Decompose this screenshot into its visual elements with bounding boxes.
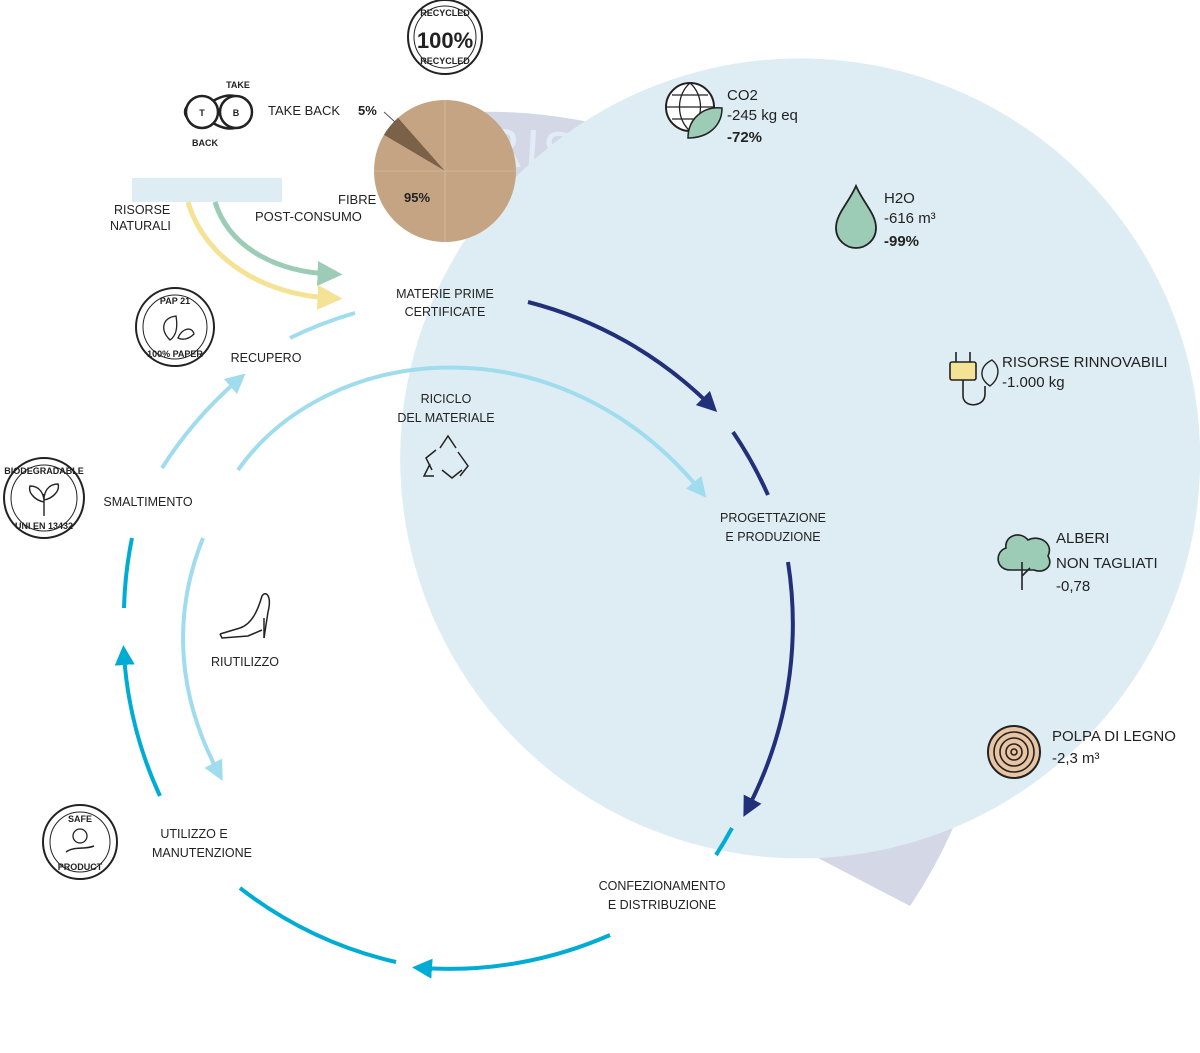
stage-smaltimento: SMALTIMENTO [103,495,192,509]
stage-materie-2: CERTIFICATE [405,305,486,319]
arrow-confezionamento-to-utilizzo [412,933,611,979]
svg-text:-1.000 kg: -1.000 kg [1002,374,1065,391]
svg-text:NON TAGLIATI: NON TAGLIATI [1056,555,1158,572]
globe-small-icon [72,828,88,844]
svg-text:100%: 100% [417,28,473,53]
arrow-utilizzo-to-smaltimento [114,645,162,797]
svg-text:B: B [233,108,240,118]
resources-bar [132,178,282,202]
svg-text:PRODUCT: PRODUCT [58,862,103,872]
stage-recupero: RECUPERO [231,351,302,365]
pie-slice-takeback [383,117,445,171]
lifecycle-circle-left [400,216,818,859]
svg-text:-616 m³: -616 m³ [884,210,936,227]
water-drop-icon [835,183,877,249]
resources-inflow-arrow [185,201,343,310]
arrow-smaltimento-to-recupero [160,373,246,470]
arrow-progettazione-to-confezionamento [743,561,795,817]
stage-confezionamento-1: CONFEZIONAMENTO [599,879,726,893]
arrow-segment-smaltimento [122,537,134,609]
recycled-100-badge: RECYCLED 100% RECYCLED [407,0,483,75]
hand-icon [65,845,95,853]
svg-text:-245 kg eq: -245 kg eq [727,107,798,124]
sprout-icon [28,483,60,516]
small-leaf-icon [981,359,999,387]
recycle-icon [422,434,469,479]
fibres-inflow-arrow [212,201,343,286]
svg-text:UNI EN 13432: UNI EN 13432 [15,521,73,531]
fibres-label-2: POST-CONSUMO [255,209,362,224]
pulp-saving: POLPA DI LEGNO -2,3 m³ [987,725,1176,779]
stage-riciclo-1: RICICLO [421,392,472,406]
resources-label-2: NATURALI [110,219,171,233]
svg-text:100% PAPER: 100% PAPER [147,349,203,359]
svg-text:-99%: -99% [884,233,919,250]
takeback-infinity-badge: T B TAKE BACK [183,80,254,148]
plug-icon [949,361,977,381]
svg-text:ALBERI: ALBERI [1056,530,1109,547]
fibre-pie-chart [374,99,517,242]
arrow-segment-confezionamento [714,827,734,857]
takeback-value: 5% [358,103,377,118]
arrow-recupero-to-materie [289,311,356,340]
stage-progettazione-2: E PRODUZIONE [725,530,820,544]
takeback-label: TAKE BACK [268,103,340,118]
svg-text:RECYCLED: RECYCLED [420,56,470,66]
stage-riutilizzo: RIUTILIZZO [211,655,279,669]
stage-utilizzo-1: UTILIZZO E [160,827,227,841]
stage-utilizzo-2: MANUTENZIONE [152,846,252,860]
high-heel-shoe-icon [219,592,271,639]
svg-text:BIODEGRADABLE: BIODEGRADABLE [4,466,84,476]
takeback-leader-line [383,111,396,123]
renewable-saving: RISORSE RINNOVABILI -1.000 kg [949,352,1168,406]
svg-text:TAKE: TAKE [226,80,250,90]
leaf-icon [687,107,723,139]
arrow-materie-to-progettazione [527,300,718,413]
arrow-segment-utilizzo [238,886,397,964]
safe-product-badge: SAFE PRODUCT [42,804,118,880]
h2o-saving: H2O -616 m³ -99% [835,183,936,250]
stage-materie-1: MATERIE PRIME [396,287,494,301]
stage-confezionamento-2: E DISTRIBUZIONE [608,898,716,912]
svg-text:PAP 21: PAP 21 [160,296,190,306]
arrow-segment-progettazione [731,430,770,496]
leaves-icon [163,315,195,341]
svg-text:H2O: H2O [884,190,915,207]
svg-text:RISORSE RINNOVABILI: RISORSE RINNOVABILI [1002,354,1168,371]
co2-saving: CO2 -245 kg eq -72% [665,82,798,146]
svg-text:CO2: CO2 [727,87,758,104]
trees-saving: ALBERI NON TAGLIATI -0,78 [997,530,1158,595]
tree-rings-icon [987,725,1041,779]
arrow-riciclo [236,365,707,498]
svg-text:POLPA DI LEGNO: POLPA DI LEGNO [1052,728,1176,745]
fibres-value: 95% [404,190,430,205]
svg-text:RECYCLED: RECYCLED [420,8,470,18]
fibres-label-1: FIBRE [338,192,377,207]
resources-label-1: RISORSE [114,203,170,217]
svg-text:-0,78: -0,78 [1056,578,1090,595]
stage-riciclo-2: DEL MATERIALE [397,411,494,425]
svg-text:T: T [199,108,205,118]
svg-text:BACK: BACK [192,138,218,148]
svg-text:-72%: -72% [727,129,762,146]
pap21-paper-badge: PAP 21 100% PAPER [135,287,215,367]
svg-text:SAFE: SAFE [68,814,92,824]
stage-progettazione-1: PROGETTAZIONE [720,511,826,525]
biodegradable-badge: BIODEGRADABLE UNI EN 13432 [3,457,85,539]
tree-icon [997,534,1051,572]
svg-text:-2,3 m³: -2,3 m³ [1052,750,1100,767]
arrow-riutilizzo [181,537,223,781]
